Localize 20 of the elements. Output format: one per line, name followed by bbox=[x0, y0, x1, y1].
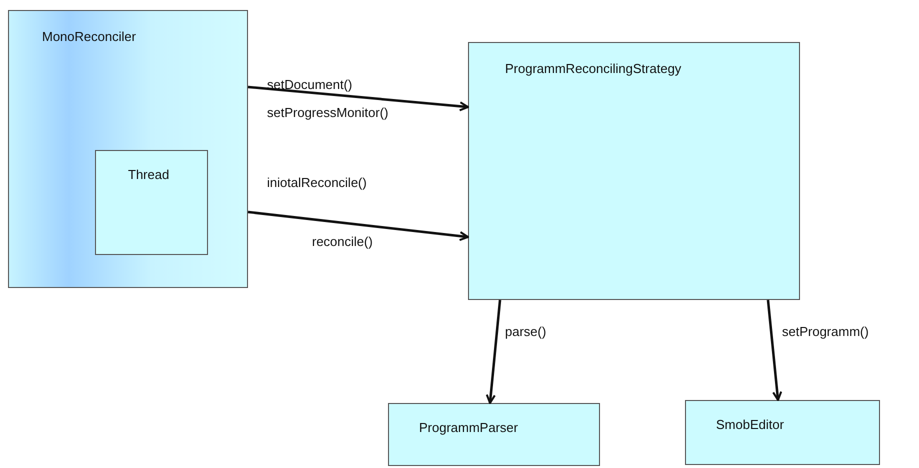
edge-label: setDocument() bbox=[267, 77, 352, 92]
class-box bbox=[468, 42, 800, 300]
arrow bbox=[766, 300, 782, 401]
class-name: MonoReconciler bbox=[42, 29, 136, 44]
arrow bbox=[248, 86, 469, 112]
edge-label: iniotalReconcile() bbox=[267, 175, 367, 190]
class-box bbox=[95, 150, 208, 255]
class-name: Thread bbox=[128, 167, 170, 182]
class-name: ProgrammParser bbox=[419, 420, 518, 435]
class-box bbox=[8, 10, 248, 288]
class-box bbox=[685, 400, 880, 465]
edge-label: setProgramm() bbox=[782, 324, 869, 339]
class-box bbox=[388, 403, 600, 466]
class-name: SmobEditor bbox=[716, 417, 784, 432]
edge-label: parse() bbox=[505, 324, 546, 339]
method-label: setProgressMonitor() bbox=[267, 105, 388, 120]
arrow bbox=[486, 300, 502, 404]
method-label: reconcile() bbox=[312, 234, 373, 249]
arrow bbox=[248, 210, 469, 242]
class-name: ProgrammReconcilingStrategy bbox=[505, 61, 682, 76]
